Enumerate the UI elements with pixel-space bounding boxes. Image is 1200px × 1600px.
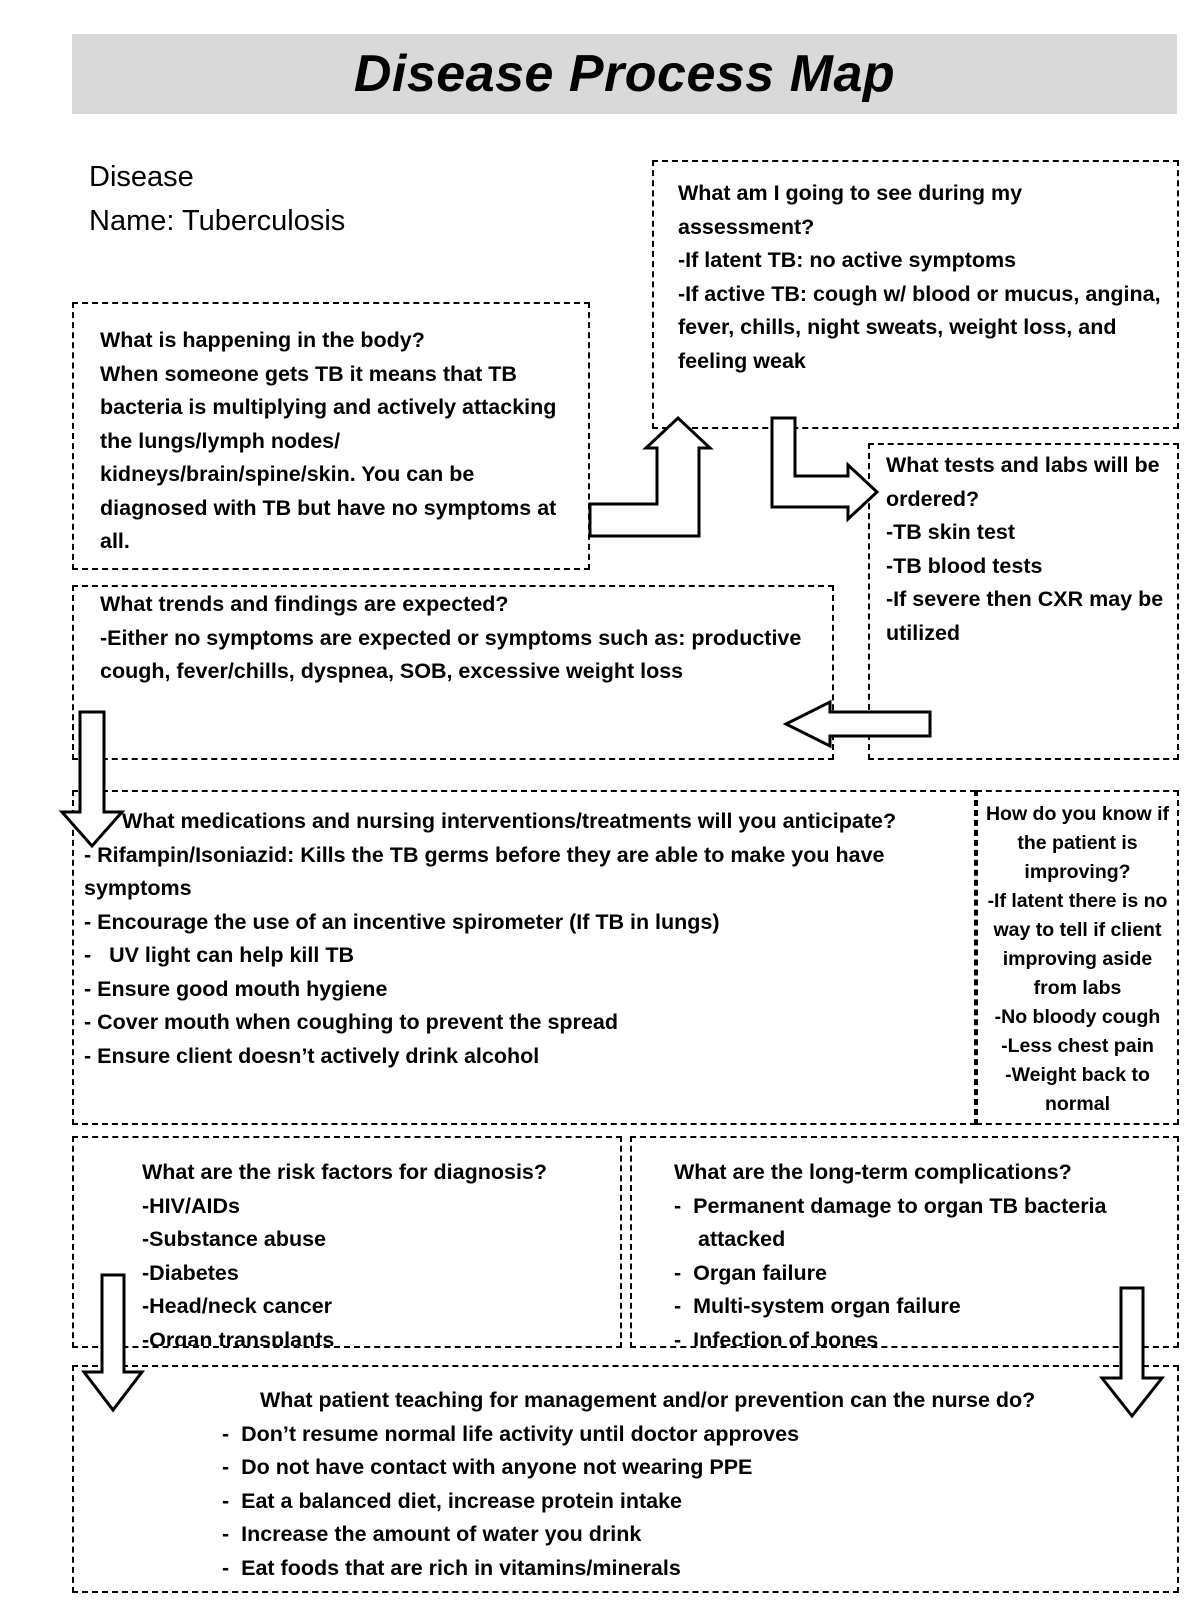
list-item: Encourage the use of an incentive spirom… — [84, 906, 964, 940]
list-item: Permanent damage to organ TB bacteria at… — [674, 1190, 1167, 1257]
list-item: -TB blood tests — [886, 553, 1043, 578]
medications-list: Rifampin/Isoniazid: Kills the TB germs b… — [84, 839, 964, 1074]
trends-text: -Either no symptoms are expected or symp… — [100, 625, 802, 684]
list-item: -Less chest pain — [1001, 1035, 1154, 1057]
medications-box: What medications and nursing interventio… — [72, 790, 976, 1125]
list-item: -No bloody cough — [994, 1006, 1161, 1028]
list-item: -HIV/AIDs — [142, 1193, 240, 1218]
improving-box: How do you know if the patient is improv… — [976, 790, 1179, 1125]
body-heading: What is happening in the body? — [100, 328, 425, 352]
risk-heading: What are the risk factors for diagnosis? — [142, 1160, 548, 1184]
list-item: Eat a balanced diet, increase protein in… — [222, 1485, 1167, 1519]
teaching-list: Don’t resume normal life activity until … — [110, 1418, 1167, 1586]
tests-list: -TB skin test -TB blood tests -If severe… — [886, 516, 1167, 650]
list-item: UV light can help kill TB — [84, 939, 964, 973]
arrow-up-bent-icon — [588, 415, 714, 538]
title-bar: Disease Process Map — [72, 34, 1177, 114]
list-item: Organ failure — [674, 1257, 1167, 1291]
trends-findings-box: What trends and findings are expected? -… — [72, 585, 834, 760]
list-item: -TB skin test — [886, 520, 1016, 544]
list-item: -If active TB: cough w/ blood or mucus, … — [678, 281, 1161, 373]
list-item: Do not have contact with anyone not wear… — [222, 1451, 1167, 1485]
disease-name-line: Name: Tuberculosis — [89, 205, 346, 237]
list-item: -Substance abuse — [142, 1227, 326, 1251]
list-item: Increase the amount of water you drink — [222, 1518, 1167, 1552]
list-item: -If latent there is no way to tell if cl… — [987, 890, 1168, 999]
risk-factors-box: What are the risk factors for diagnosis?… — [72, 1136, 622, 1348]
list-item: Cover mouth when coughing to prevent the… — [84, 1006, 964, 1040]
list-item: Eat foods that are rich in vitamins/mine… — [222, 1552, 1167, 1586]
list-item: Infection of bones — [674, 1324, 1167, 1347]
tests-heading: What tests and labs will be ordered? — [886, 453, 1160, 511]
arrow-right-bent-icon — [770, 416, 880, 523]
assessment-box: What am I going to see during my assessm… — [652, 160, 1179, 429]
body-process-box: What is happening in the body? When some… — [72, 302, 590, 570]
list-item: -Head/neck cancer — [142, 1294, 333, 1318]
disease-label: Disease — [89, 161, 194, 193]
list-item: -If latent TB: no active symptoms — [678, 248, 1017, 272]
patient-teaching-box: What patient teaching for management and… — [72, 1365, 1179, 1593]
improving-heading: How do you know if the patient is improv… — [985, 803, 1170, 883]
body-text: When someone gets TB it means that TB ba… — [100, 361, 557, 554]
assessment-heading: What am I going to see during my assessm… — [678, 181, 1023, 239]
list-item: Don’t resume normal life activity until … — [222, 1418, 1167, 1452]
improving-list: -If latent there is no way to tell if cl… — [982, 887, 1173, 1119]
list-item: -Diabetes — [142, 1260, 239, 1285]
risk-list: -HIV/AIDs -Substance abuse -Diabetes -He… — [142, 1190, 610, 1348]
complications-list: Permanent damage to organ TB bacteria at… — [674, 1190, 1167, 1347]
list-item: -If severe then CXR may be utilized — [886, 587, 1164, 645]
complications-box: What are the long-term complications? Pe… — [630, 1136, 1179, 1348]
list-item: Ensure client doesn’t actively drink alc… — [84, 1040, 964, 1074]
trends-heading: What trends and findings are expected? — [100, 592, 509, 616]
assessment-list: -If latent TB: no active symptoms -If ac… — [678, 244, 1161, 378]
medications-heading: What medications and nursing interventio… — [122, 809, 897, 833]
list-item: -Weight back to normal — [1005, 1064, 1150, 1115]
tests-labs-box: What tests and labs will be ordered? -TB… — [868, 443, 1179, 760]
complications-heading: What are the long-term complications? — [674, 1160, 1072, 1184]
teaching-heading: What patient teaching for management and… — [260, 1388, 1036, 1412]
page-title: Disease Process Map — [353, 45, 896, 103]
disease-name: Disease Name: Tuberculosis — [89, 155, 345, 243]
list-item: -Organ transplants — [142, 1327, 335, 1348]
list-item: Multi-system organ failure — [674, 1290, 1167, 1324]
list-item: Ensure good mouth hygiene — [84, 973, 964, 1007]
list-item: Rifampin/Isoniazid: Kills the TB germs b… — [84, 839, 964, 906]
